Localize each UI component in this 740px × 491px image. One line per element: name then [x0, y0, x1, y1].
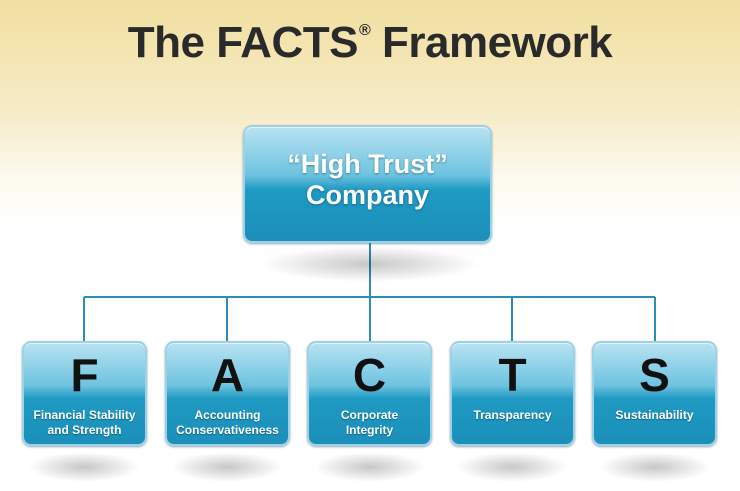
pillar-label-line1: Financial Stability: [33, 408, 136, 422]
pillar-shadow-f: [28, 452, 140, 482]
pillar-box-t: T Transparency: [450, 341, 575, 446]
pillar-shadow-t: [456, 452, 568, 482]
root-shadow: [260, 246, 480, 282]
title-text: The FACTS: [127, 18, 359, 67]
root-label-line1: “High Trust”: [287, 149, 448, 179]
pillar-box-c: C Corporate Integrity: [307, 341, 432, 446]
pillar-label-line2: Conservativeness: [176, 423, 279, 437]
pillar-letter: A: [210, 349, 245, 401]
pillar-shadow-a: [171, 452, 283, 482]
root-box-high-trust-company: “High Trust” Company: [243, 125, 492, 243]
registered-mark: ®: [358, 22, 371, 39]
pillar-box-a: A Accounting Conservativeness: [165, 341, 290, 446]
pillar-label-line1: Transparency: [473, 408, 552, 422]
pillar-label-line2: and Strength: [47, 423, 122, 437]
pillar-shadow-c: [314, 452, 426, 482]
pillar-letter: C: [352, 349, 387, 401]
pillar-label-line1: Sustainability: [615, 408, 694, 422]
pillar-letter: F: [70, 349, 99, 401]
pillar-box-f: F Financial Stability and Strength: [22, 341, 147, 446]
pillar-box-s: S Sustainability: [592, 341, 717, 446]
pillar-label-line1: Corporate: [340, 408, 399, 422]
title-rest: Framework: [370, 18, 613, 67]
pillar-shadow-s: [599, 452, 711, 482]
pillar-label-line1: Accounting: [194, 408, 261, 422]
pillar-letter: T: [498, 349, 527, 401]
diagram-title: The FACTS® Framework: [0, 18, 740, 68]
root-label-line2: Company: [305, 180, 430, 210]
pillar-letter: S: [639, 349, 670, 401]
pillar-label-line2: Integrity: [345, 423, 394, 437]
